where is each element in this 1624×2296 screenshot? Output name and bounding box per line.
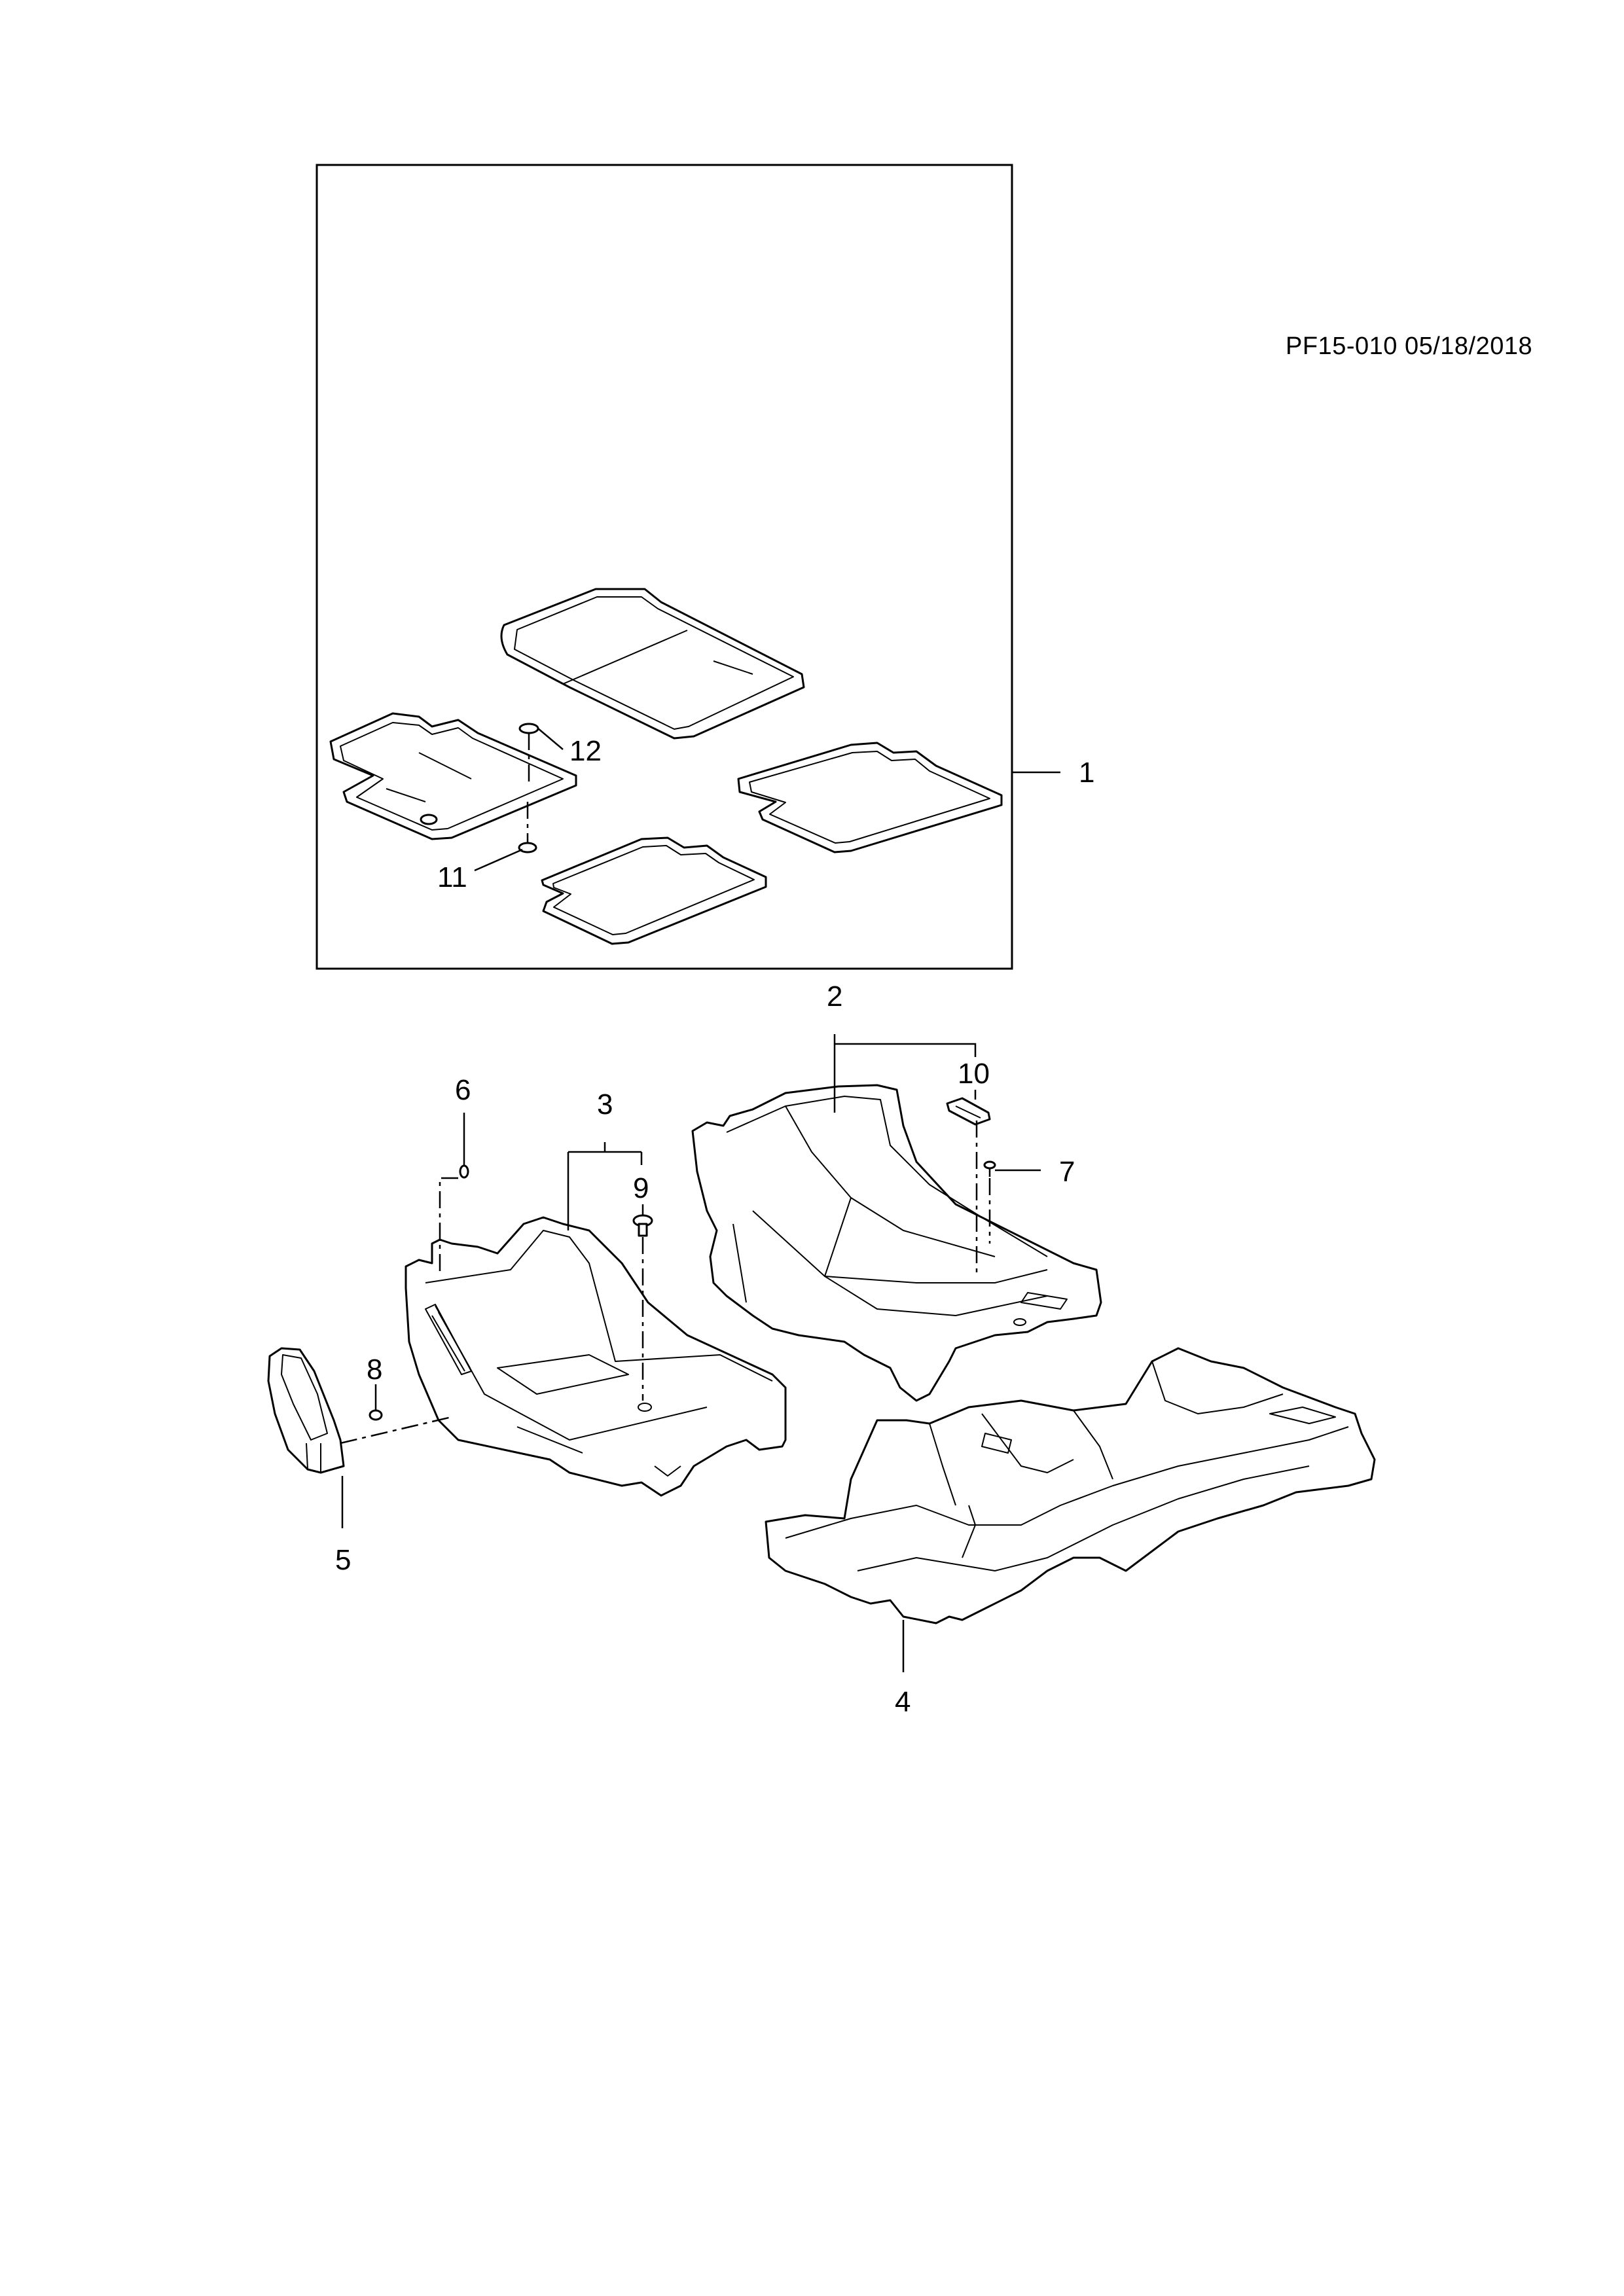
rear-mat-part bbox=[765, 1347, 1376, 1624]
callout-5: 5 bbox=[335, 1544, 351, 1576]
mat-front-driver-set bbox=[500, 588, 805, 740]
clip-6-icon bbox=[439, 1164, 469, 1273]
leader-2 bbox=[833, 1034, 977, 1113]
leader-11 bbox=[474, 848, 523, 872]
leader-3 bbox=[567, 1142, 643, 1230]
callout-11: 11 bbox=[437, 861, 467, 893]
retainer-11-icon bbox=[518, 802, 537, 853]
callout-9: 9 bbox=[633, 1172, 649, 1204]
callout-12: 12 bbox=[569, 735, 602, 767]
clip-7-icon bbox=[983, 1160, 996, 1244]
callout-6: 6 bbox=[455, 1074, 471, 1106]
callout-7: 7 bbox=[1059, 1156, 1075, 1188]
mat-rear-set bbox=[541, 836, 767, 945]
callout-10: 10 bbox=[958, 1058, 990, 1090]
retainer-12-icon bbox=[518, 723, 539, 785]
document-reference: PF15-010 05/18/2018 bbox=[1286, 332, 1533, 360]
callout-1: 1 bbox=[1079, 757, 1094, 789]
callout-3: 3 bbox=[597, 1088, 613, 1121]
front-mat-left-part bbox=[405, 1216, 787, 1497]
mat-front-left-set bbox=[329, 712, 577, 840]
callout-2: 2 bbox=[827, 980, 842, 1013]
retainer-10-icon bbox=[946, 1097, 991, 1276]
clip-8-icon bbox=[340, 1409, 452, 1444]
front-mat-right-part bbox=[691, 1084, 1102, 1402]
retainer-9-icon bbox=[632, 1214, 653, 1401]
mat-front-right-set bbox=[737, 742, 1003, 853]
heel-pad-part bbox=[267, 1347, 345, 1474]
leader-12 bbox=[537, 728, 564, 750]
callout-4: 4 bbox=[895, 1686, 911, 1718]
callout-8: 8 bbox=[367, 1354, 382, 1386]
mat-set-frame bbox=[316, 164, 1013, 970]
